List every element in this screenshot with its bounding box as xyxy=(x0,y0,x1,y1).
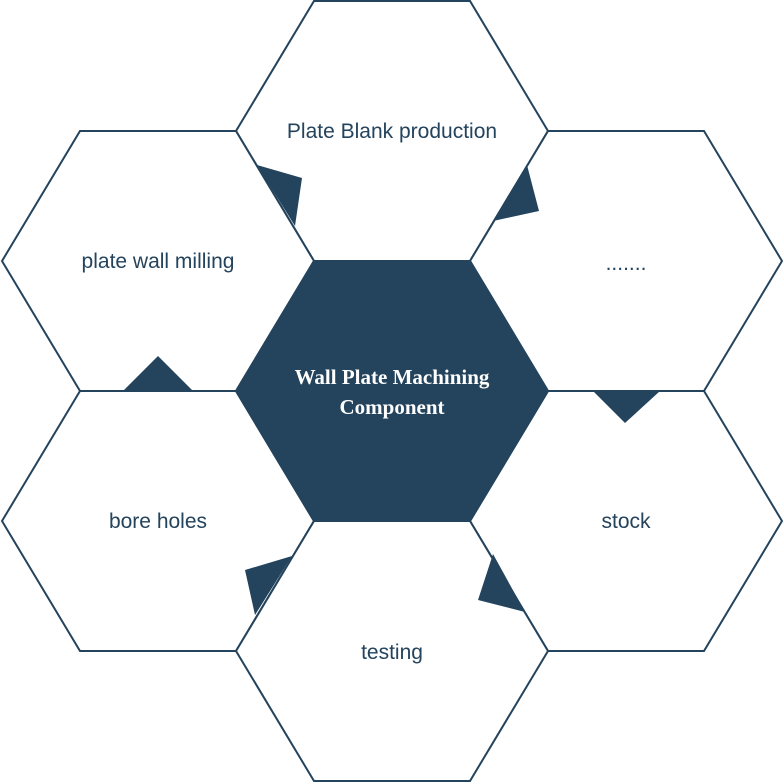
connector-arrow-upper-right-lower-right xyxy=(593,391,660,423)
node-label-upper-left: plate wall milling xyxy=(82,250,235,273)
connector-arrow-top-upper-right xyxy=(493,165,539,221)
connector-arrow-lower-left-upper-left xyxy=(123,356,193,391)
center-title-line-2: Component xyxy=(339,395,444,419)
connector-arrow-top-upper-left xyxy=(257,165,302,226)
node-label-lower-right: stock xyxy=(601,510,651,533)
connector-arrow-bottom-lower-left xyxy=(245,556,292,615)
connector-arrow-lower-right-bottom xyxy=(478,554,525,612)
node-label-upper-right: ....... xyxy=(606,252,647,275)
node-label-bottom: testing xyxy=(361,641,423,664)
node-label-top: Plate Blank production xyxy=(287,120,497,143)
hex-center[interactable] xyxy=(234,260,550,522)
node-label-lower-left: bore holes xyxy=(109,510,207,533)
center-title-line-1: Wall Plate Machining xyxy=(295,365,490,389)
